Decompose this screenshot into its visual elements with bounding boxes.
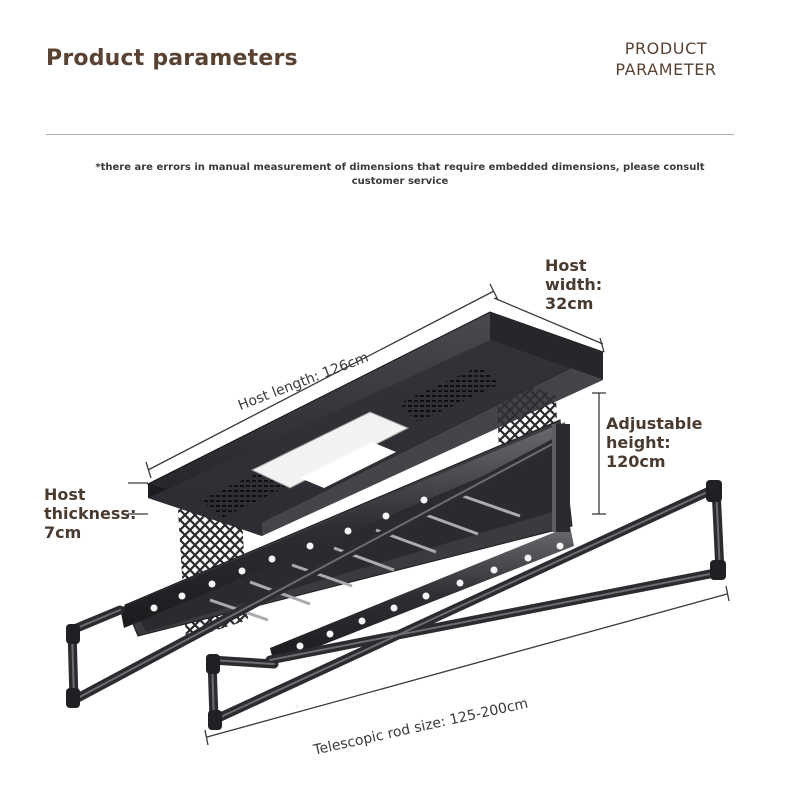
english-title-line2: PARAMETER [615, 60, 717, 79]
vent-right [398, 366, 500, 422]
length-dimension-line [147, 290, 495, 471]
adjustable-height-label: Adjustable height: 120cm [606, 414, 702, 471]
back-rail [270, 526, 574, 664]
measurement-note: *there are errors in manual measurement … [95, 162, 705, 187]
led-light-highlight [300, 442, 396, 488]
adjustable-height-line2: height: [606, 433, 671, 452]
dimension-lines [128, 283, 730, 746]
rod-dimension-line [206, 593, 728, 738]
header-divider [46, 134, 734, 135]
inner-rack [120, 419, 574, 664]
length-dimension-tick-right [489, 283, 499, 301]
host-thickness-label: Host thickness: 7cm [44, 485, 136, 542]
rod-end-cap-left-bottom [66, 688, 80, 708]
rod-dimension-tick-right [725, 585, 730, 602]
adjustable-height-line3: 120cm [606, 452, 666, 471]
page-title: Product parameters [46, 46, 298, 71]
english-title: PRODUCT PARAMETER [596, 38, 736, 80]
front-rail [120, 422, 568, 628]
right-upright-post [552, 424, 570, 532]
led-light-panel [250, 411, 410, 489]
rod-end-cap-bottom [710, 560, 726, 580]
rod-dimension-tick-left [204, 729, 209, 746]
rail-holes [150, 496, 564, 650]
host-thickness-line3: 7cm [44, 523, 82, 542]
english-title-line1: PRODUCT [624, 39, 708, 58]
host-unit [146, 311, 605, 536]
rod-end-cap-back-top [206, 654, 220, 674]
host-thickness-line2: thickness: [44, 504, 137, 523]
rod-end-cap-back-bottom [208, 710, 222, 730]
width-dimension-tick [599, 337, 605, 353]
rod-end-cap-top [706, 480, 722, 502]
adjustable-height-line1: Adjustable [606, 414, 703, 433]
length-dimension-tick-left [145, 461, 152, 479]
host-width-label: Host width: 32cm [545, 256, 602, 313]
host-width-line2: width: [545, 275, 603, 294]
width-dimension-line [493, 297, 604, 345]
rod-end-cap-left-top [66, 624, 80, 644]
host-width-line3: 32cm [545, 294, 594, 313]
host-thickness-line1: Host [44, 485, 86, 504]
telescopic-rods [66, 424, 726, 730]
host-width-line1: Host [545, 256, 587, 275]
